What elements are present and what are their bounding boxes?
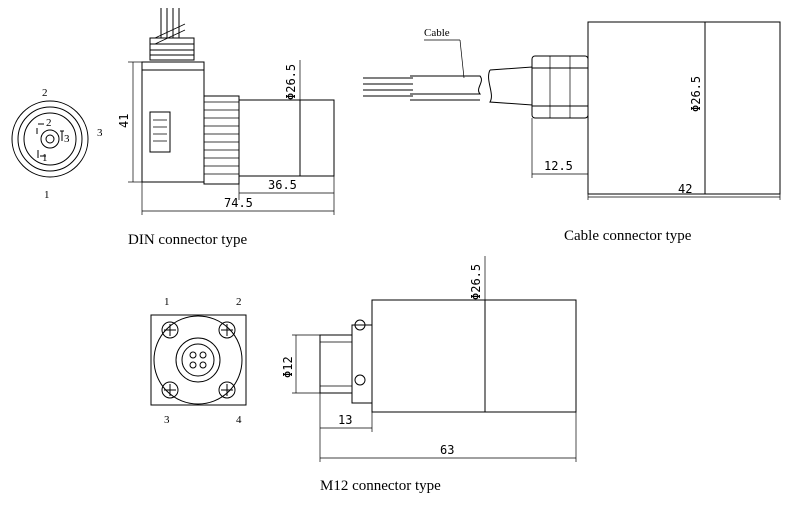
svg-text:2: 2	[46, 117, 52, 129]
din-diameter-dim: Φ26.5	[284, 64, 298, 100]
m12-pin-2: 2	[236, 296, 242, 308]
din-pin-1: 1	[44, 189, 50, 201]
cable-nut-dim: 12.5	[544, 159, 573, 173]
din-front-view: 2 3 1 2 3 1	[11, 87, 103, 201]
m12-caption: M12 connector type	[320, 478, 441, 494]
m12-connector-diameter-dim: Φ12	[281, 356, 295, 378]
m12-pin-3: 3	[164, 414, 170, 426]
m12-pin-1: 1	[164, 296, 170, 308]
din-pin-2: 2	[42, 87, 48, 99]
m12-connector-length-dim: 13	[338, 413, 352, 427]
m12-total-dim: 63	[440, 443, 454, 457]
din-pin-3: 3	[97, 127, 103, 139]
din-body-dim: 36.5	[268, 178, 297, 192]
din-caption: DIN connector type	[128, 232, 248, 248]
cable-diameter-dim: Φ26.5	[689, 76, 703, 112]
din-total-dim: 74.5	[224, 196, 253, 210]
cable-total-dim: 42	[678, 182, 692, 196]
din-height-dim: 41	[117, 114, 131, 128]
svg-text:3: 3	[64, 133, 70, 145]
cable-side-view: Cable Φ26.5 12.5 42	[363, 21, 781, 200]
cable-label: Cable	[424, 27, 450, 39]
m12-diameter-dim: Φ26.5	[469, 264, 483, 300]
m12-side-view: Φ26.5 Φ12 13 63	[281, 256, 577, 462]
cable-caption: Cable connector type	[564, 228, 692, 244]
m12-pin-4: 4	[236, 414, 242, 426]
din-side-view: Φ26.5 41 36.5 74.5	[117, 8, 335, 215]
svg-text:1: 1	[42, 152, 48, 164]
m12-front-view: 1 2 3 4	[150, 296, 247, 426]
